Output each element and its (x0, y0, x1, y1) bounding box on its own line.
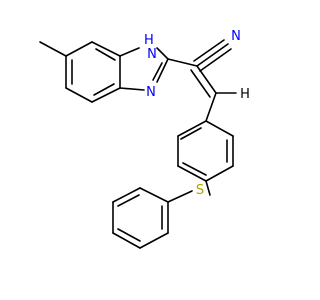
sulfur-label: S (196, 183, 204, 198)
bond (91, 41, 121, 57)
bond (139, 187, 169, 203)
bond (152, 62, 163, 81)
structure-canvas: H N N N H S (39, 29, 250, 249)
aryl-s-bond (205, 180, 211, 196)
bond (65, 41, 93, 57)
bond (139, 232, 169, 249)
bond (117, 228, 141, 242)
bond (177, 165, 207, 182)
nitrile-bond-2 (193, 39, 225, 62)
bond (65, 87, 93, 103)
methyl-bond (39, 41, 67, 57)
bond (112, 187, 141, 203)
vinyl-double-bond-2 (190, 69, 211, 98)
bond (177, 120, 207, 137)
s-phenyl-bond (167, 190, 193, 203)
benzimidazole-benzo-ring (65, 41, 121, 103)
phenylene-ring (177, 120, 234, 182)
bond (112, 232, 141, 249)
imidazole-ring (119, 47, 169, 91)
vinyl-to-aryl-bond (205, 92, 217, 122)
bond (119, 47, 140, 57)
phenyl-ring (112, 187, 169, 249)
nitrile-bond-3 (199, 48, 232, 72)
molecule-drawing: H N N N H S (39, 29, 250, 249)
amine-n-label: N (147, 47, 157, 62)
bond (180, 127, 202, 140)
bond (93, 83, 115, 96)
bond (156, 58, 169, 83)
bond (95, 48, 116, 61)
bond (205, 165, 234, 182)
bond (91, 87, 121, 103)
bond (119, 87, 145, 91)
bond (167, 58, 198, 67)
nitrile-n-label: N (231, 29, 241, 44)
nitrile-bond-1 (196, 43, 229, 67)
vinyl-h-label: H (240, 87, 250, 102)
amine-h-label: H (144, 33, 154, 48)
bond (205, 120, 234, 137)
vinyl-double-bond (196, 65, 217, 94)
bond (182, 162, 207, 176)
acrylonitrile-linkage (167, 39, 237, 122)
imine-n-label: N (146, 85, 156, 100)
bond (156, 47, 169, 60)
bond (117, 194, 140, 207)
